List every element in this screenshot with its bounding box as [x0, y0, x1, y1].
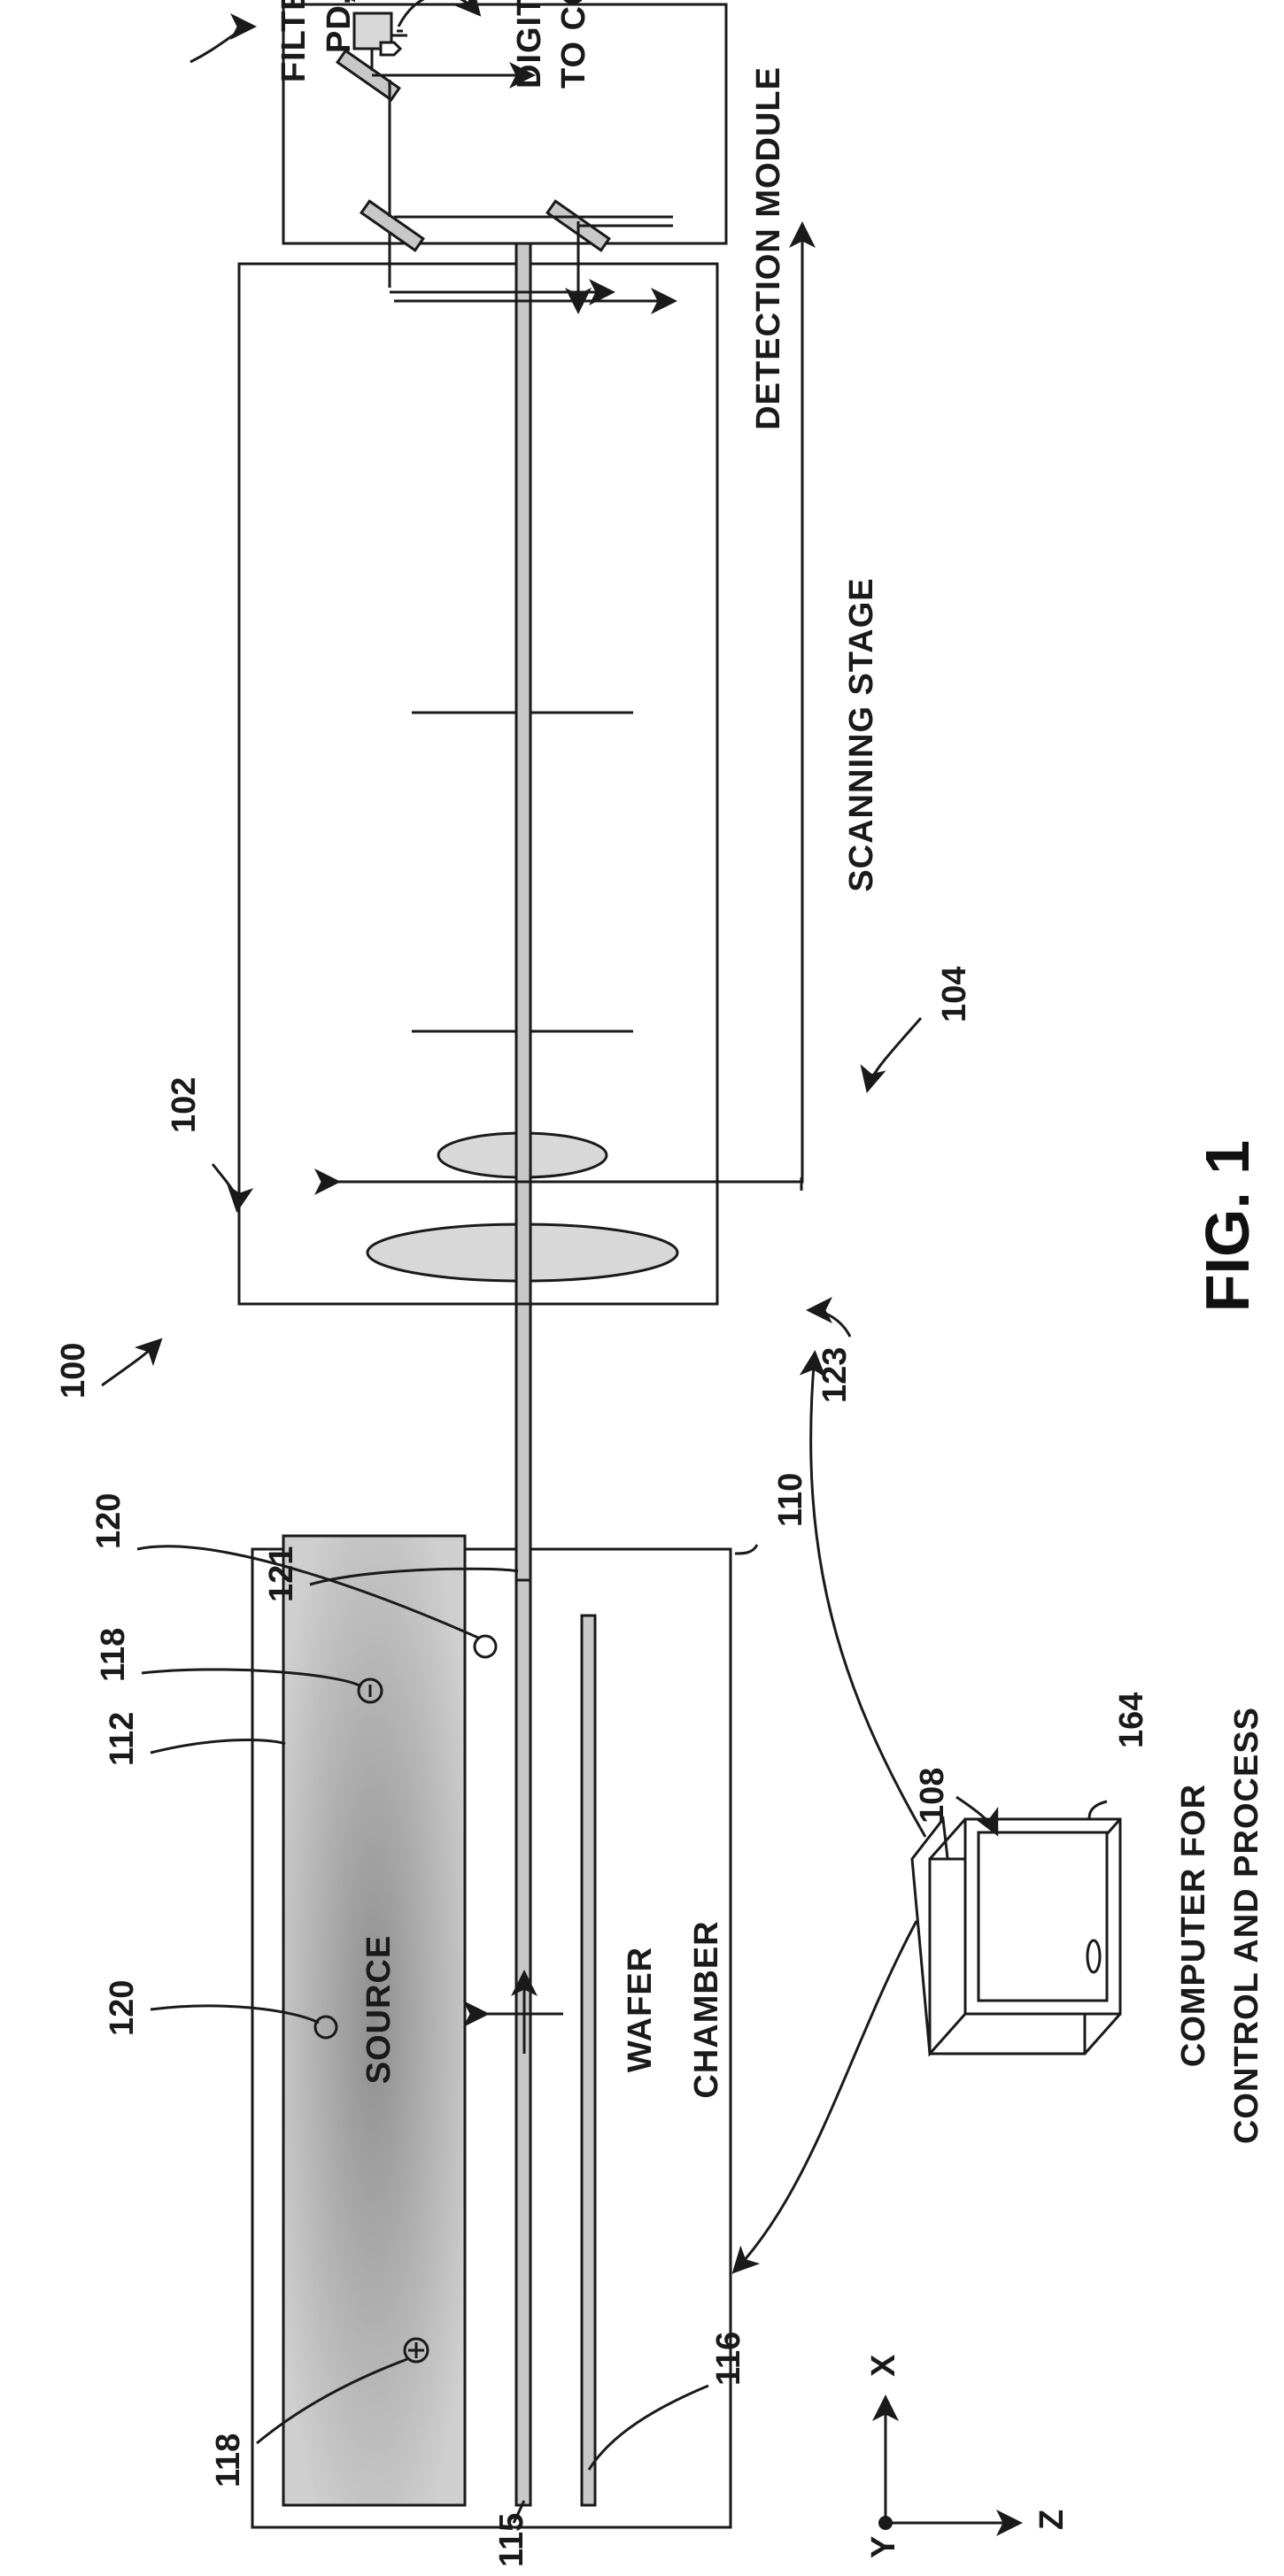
computer-to-stage-arrow [811, 1354, 925, 1837]
x-axis-label: X [865, 2354, 902, 2377]
computer-label-line2: CONTROL AND PROCESS [1228, 1707, 1265, 2144]
ref-123: 123 [816, 1347, 854, 1403]
detector-label: PD, PMT OR APD [321, 0, 358, 53]
scan-axis-stub [797, 1177, 801, 1191]
detection-module-label: DETECTION MODULE [750, 66, 787, 430]
leader-104 [868, 1018, 921, 1089]
leader-110 [735, 1545, 757, 1554]
ref-121: 121 [263, 1546, 300, 1602]
wafer-bar [582, 1616, 595, 2505]
ref-116: 116 [710, 2332, 747, 2386]
ref-108: 108 [914, 1768, 951, 1824]
ref-100: 100 [55, 1343, 92, 1399]
leader-123 [810, 1310, 850, 1337]
computer-label-line1: COMPUTER FOR [1175, 1784, 1212, 2067]
digital-signals-line2: TO COUNTERS [555, 0, 592, 89]
wafer-label: WAFER [622, 1947, 659, 2072]
figure-label: FIG. 1 [1193, 1140, 1262, 1312]
leader-106 [190, 27, 252, 62]
ref-110: 110 [772, 1473, 809, 1527]
leader-164 [1089, 1801, 1107, 1819]
digital-signals-line1: DIGITAL SIGNALS [511, 0, 548, 89]
ref-115: 115 [493, 2513, 530, 2567]
ref-102: 102 [166, 1077, 203, 1133]
scanning-stage-label: SCANNING STAGE [843, 577, 880, 891]
z-axis-label: Z [1033, 2510, 1071, 2530]
computer-to-chamber-arrow [735, 1921, 917, 2271]
computer-icon [912, 1819, 1120, 2054]
ref-120-bottom: 120 [104, 1980, 141, 2036]
beam-path [516, 211, 530, 1304]
leader-102 [213, 1164, 237, 1208]
leader-100 [102, 1341, 159, 1385]
ref-164: 164 [1113, 1693, 1150, 1748]
ref-112: 112 [104, 1712, 141, 1766]
ref-118-top: 118 [95, 1628, 132, 1682]
ref-120-top: 120 [90, 1493, 128, 1549]
filter-label: FILTER [275, 0, 313, 82]
ref-118-bottom: 118 [210, 2433, 247, 2487]
ref-104: 104 [936, 967, 973, 1022]
photodetector-icon [381, 42, 400, 55]
y-axis-label: Y [865, 2536, 902, 2558]
source-label: SOURCE [360, 1935, 398, 2085]
chamber-label: CHAMBER [688, 1920, 725, 2098]
